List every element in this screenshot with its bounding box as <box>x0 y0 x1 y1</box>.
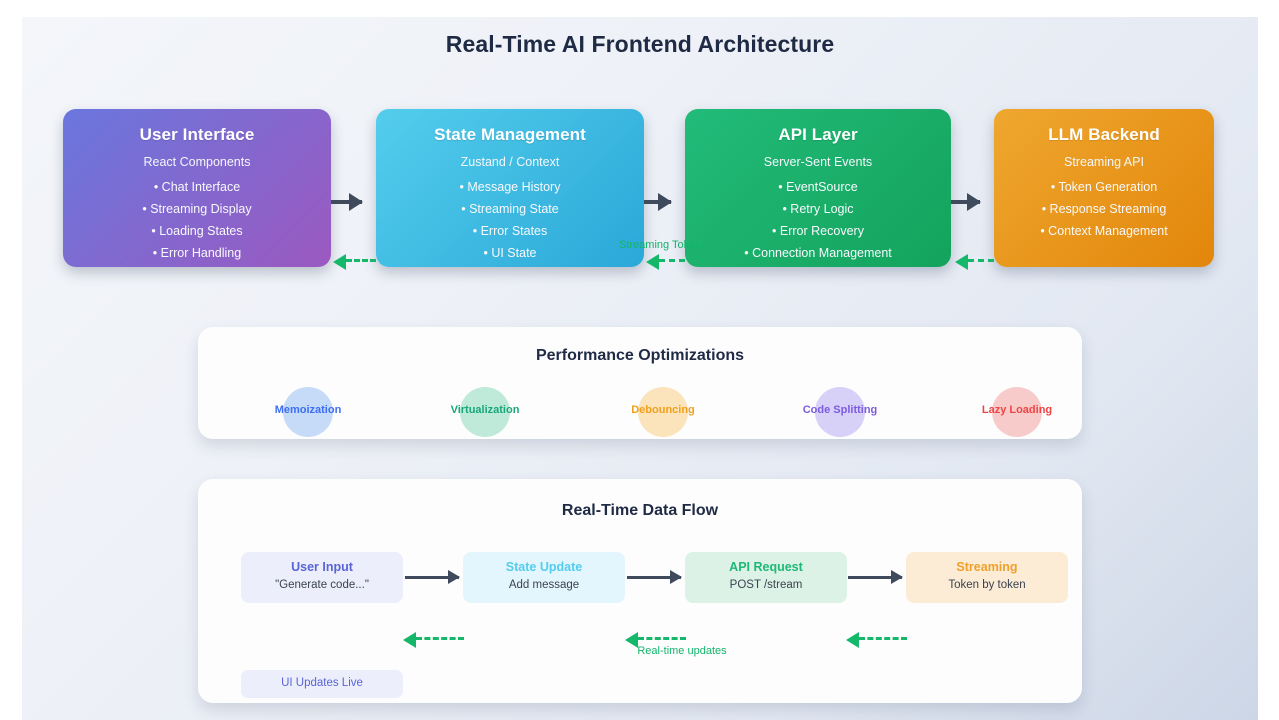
perf-item-label: Virtualization <box>450 404 520 416</box>
perf-item-label: Lazy Loading <box>981 404 1053 416</box>
flow-card-title: User Input <box>291 560 353 574</box>
arch-box-subtitle: Streaming API <box>1064 155 1144 169</box>
perf-item-debouncing[interactable]: Debouncing <box>631 387 695 437</box>
flow-card-user-input[interactable]: User Input "Generate code..." <box>241 552 403 603</box>
arch-forward-arrow-1 <box>331 193 363 211</box>
perf-circle-icon <box>283 387 333 437</box>
perf-circle-icon <box>638 387 688 437</box>
flow-card-title: API Request <box>729 560 803 574</box>
arch-box-item: • Error States <box>472 224 548 238</box>
arch-box-item: • EventSource <box>778 180 858 194</box>
flow-card-title: State Update <box>505 560 583 574</box>
flow-card-streaming[interactable]: Streaming Token by token <box>906 552 1068 603</box>
streaming-tokens-label: Streaming Tokens <box>619 239 707 251</box>
flow-return-arrow-1 <box>403 632 464 648</box>
arch-box-user-interface[interactable]: User Interface React Components • Chat I… <box>63 109 331 267</box>
arch-box-item: • Error Recovery <box>772 224 864 238</box>
arch-box-item: • Response Streaming <box>1041 202 1167 216</box>
realtime-data-flow-panel: Real-Time Data Flow User Input "Generate… <box>198 479 1082 703</box>
flow-forward-arrow-3 <box>848 570 903 584</box>
arch-box-subtitle: Server-Sent Events <box>763 155 873 169</box>
arch-return-arrow-1 <box>333 254 376 270</box>
diagram-canvas: Real-Time AI Frontend Architecture User … <box>22 17 1258 720</box>
arch-box-title: LLM Backend <box>1048 125 1160 144</box>
arch-box-item: • Error Handling <box>152 246 242 260</box>
arch-box-item: • Token Generation <box>1050 180 1158 194</box>
arch-forward-arrow-3 <box>951 193 981 211</box>
flow-forward-arrow-2 <box>627 570 682 584</box>
arch-box-item: • Connection Management <box>744 246 892 260</box>
perf-item-virtualization[interactable]: Virtualization <box>451 387 519 437</box>
arch-return-arrow-2 <box>646 254 685 270</box>
performance-optimizations-panel: Performance Optimizations Memoization Vi… <box>198 327 1082 439</box>
perf-circle-icon <box>815 387 865 437</box>
arch-box-item: • Streaming State <box>461 202 559 216</box>
page-title: Real-Time AI Frontend Architecture <box>445 31 835 57</box>
perf-item-memoization[interactable]: Memoization <box>275 387 341 437</box>
flow-return-arrow-3 <box>846 632 907 648</box>
flow-card-subtitle: "Generate code..." <box>275 579 369 591</box>
arch-box-subtitle: Zustand / Context <box>460 155 560 169</box>
arch-box-item: • Retry Logic <box>782 202 854 216</box>
flow-card-subtitle: Add message <box>508 579 580 591</box>
arch-box-title: User Interface <box>139 125 255 144</box>
perf-item-code-splitting[interactable]: Code Splitting <box>803 387 877 437</box>
perf-circle-icon <box>460 387 510 437</box>
arch-box-item: • Chat Interface <box>153 180 241 194</box>
ui-updates-live-label: UI Updates Live <box>281 677 363 689</box>
arch-box-item: • Message History <box>459 180 561 194</box>
performance-items-row: Memoization Virtualization Debouncing Co… <box>198 387 1082 437</box>
flow-card-state-update[interactable]: State Update Add message <box>463 552 625 603</box>
dataflow-panel-title: Real-Time Data Flow <box>561 502 719 519</box>
arch-box-state-management[interactable]: State Management Zustand / Context • Mes… <box>376 109 644 267</box>
flow-card-subtitle: Token by token <box>948 579 1026 591</box>
arch-box-item: • Streaming Display <box>142 202 252 216</box>
arch-box-title: State Management <box>434 125 586 144</box>
perf-item-label: Code Splitting <box>802 404 878 416</box>
arch-box-llm-backend[interactable]: LLM Backend Streaming API • Token Genera… <box>994 109 1214 267</box>
arch-box-item: • Loading States <box>151 224 243 238</box>
arch-box-title: API Layer <box>778 125 858 144</box>
arch-box-item: • Context Management <box>1040 224 1168 238</box>
arch-box-item: • UI State <box>483 246 537 260</box>
perf-circle-icon <box>992 387 1042 437</box>
perf-item-label: Memoization <box>274 404 342 416</box>
performance-panel-title: Performance Optimizations <box>535 347 745 364</box>
flow-card-subtitle: POST /stream <box>729 579 803 591</box>
realtime-updates-label: Real-time updates <box>637 645 727 657</box>
flow-card-api-request[interactable]: API Request POST /stream <box>685 552 847 603</box>
flow-card-title: Streaming <box>956 560 1018 574</box>
arch-box-subtitle: React Components <box>143 155 251 169</box>
ui-updates-live-badge[interactable]: UI Updates Live <box>241 670 403 698</box>
perf-item-label: Debouncing <box>631 404 695 416</box>
flow-return-arrow-2 <box>625 632 686 648</box>
arch-forward-arrow-2 <box>644 193 672 211</box>
flow-forward-arrow-1 <box>405 570 460 584</box>
perf-item-lazy-loading[interactable]: Lazy Loading <box>982 387 1052 437</box>
arch-box-api-layer[interactable]: API Layer Server-Sent Events • EventSour… <box>685 109 951 267</box>
arch-return-arrow-3 <box>955 254 994 270</box>
